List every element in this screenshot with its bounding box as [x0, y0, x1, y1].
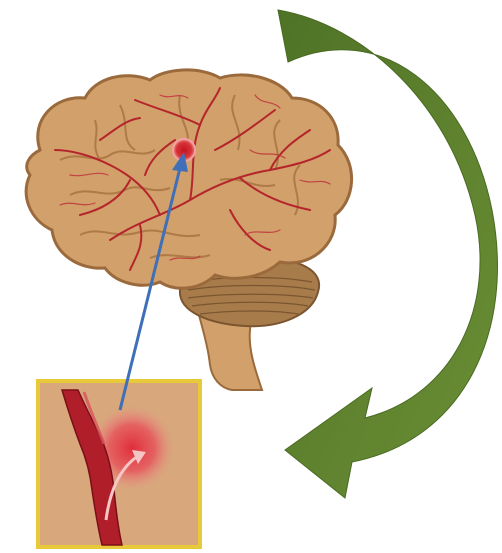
- ruptured-vessel-icon: [38, 381, 200, 547]
- brain-icon: [26, 70, 351, 288]
